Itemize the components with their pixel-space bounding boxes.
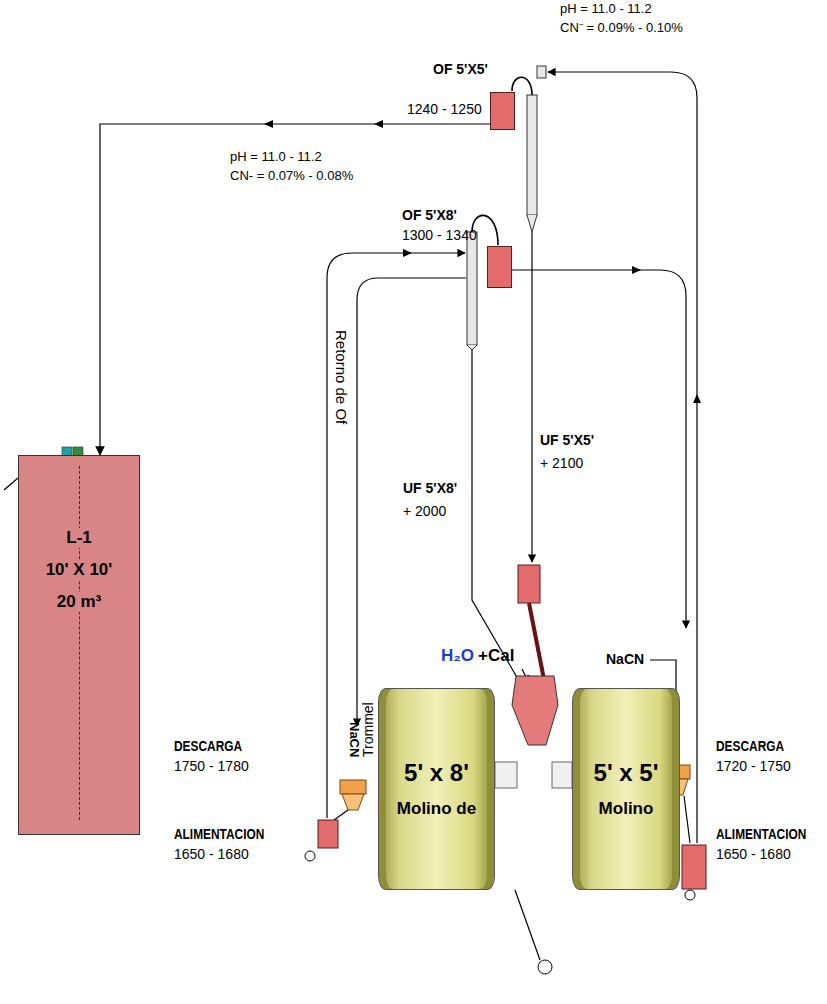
pump-box xyxy=(305,851,315,861)
cyclone xyxy=(467,232,477,345)
cyclone xyxy=(537,66,546,78)
node-value: 1240 - 1250 xyxy=(407,101,482,117)
node-title: 5' x 8' xyxy=(404,759,469,787)
cyclone xyxy=(527,215,537,232)
cyclone xyxy=(467,345,477,350)
slurry-line xyxy=(327,72,697,960)
process-label: CN⁻ = 0.09% - 0.10% xyxy=(560,21,683,36)
mill-feed-chute xyxy=(495,676,572,788)
pump-box xyxy=(685,890,695,900)
underflow-box xyxy=(518,565,540,603)
process-label: NaCN xyxy=(606,651,644,667)
node-title: 5' x 5' xyxy=(594,759,659,787)
leach-tank: L-1 10' X 10' 20 m³ xyxy=(18,455,140,835)
process-label: ALIMENTACION xyxy=(716,826,806,842)
flow-arrowhead xyxy=(264,120,701,403)
node-title: OF 5'X5' xyxy=(433,61,488,77)
node-value: Molino de xyxy=(397,799,476,819)
slurry-line xyxy=(334,810,348,820)
flow-connector xyxy=(100,124,490,455)
process-label: 1720 - 1750 xyxy=(716,758,791,774)
overflow-box: OF 5'X8'1300 - 1340 xyxy=(487,246,512,288)
node-value: 1300 - 1340 xyxy=(402,227,477,243)
process-label: NaCN xyxy=(346,722,361,757)
process-label: DESCARGA xyxy=(174,738,242,754)
ball-mill: 5' x 5' Molino xyxy=(572,688,680,890)
process-label: UF 5'X5' xyxy=(540,432,594,448)
node-value: 10' X 10' xyxy=(43,560,116,580)
cyclone xyxy=(527,95,537,215)
flow-arrowhead xyxy=(632,266,641,274)
process-label: DESCARGA xyxy=(716,738,784,754)
node-title: OF 5'X8' xyxy=(402,207,457,223)
process-label: 1750 - 1780 xyxy=(174,758,249,774)
node-value: 20 m³ xyxy=(54,592,104,612)
pump-box xyxy=(538,960,552,974)
process-label: H₂O xyxy=(441,646,474,666)
flow-arrowhead xyxy=(403,249,412,257)
slurry-line xyxy=(472,350,522,686)
mill-feed-chute xyxy=(495,762,517,788)
pump-box xyxy=(318,820,338,848)
tank-axis-line xyxy=(79,466,80,820)
ball-mill: 5' x 8' Molino de xyxy=(378,688,495,890)
process-label: pH = 11.0 - 11.2 xyxy=(230,150,322,165)
process-label: + 2100 xyxy=(540,455,583,471)
mill-feed-chute xyxy=(552,762,572,788)
trommel xyxy=(342,794,364,810)
process-label: pH = 11.0 - 11.2 xyxy=(560,2,652,17)
process-label: UF 5'X8' xyxy=(403,480,457,496)
overflow-box: OF 5'X5'1240 - 1250 xyxy=(490,92,515,130)
slurry-line xyxy=(684,796,690,843)
mill-feed-chute xyxy=(512,676,558,745)
process-label: 1650 - 1680 xyxy=(716,846,791,862)
process-label: ALIMENTACION xyxy=(174,826,264,842)
trommel xyxy=(340,780,366,794)
tank-fittings xyxy=(4,478,18,490)
node-value: Molino xyxy=(599,799,654,819)
process-label: CN- = 0.07% - 0.08% xyxy=(230,169,353,184)
slurry-line xyxy=(515,890,540,960)
process-label: +Cal xyxy=(478,646,514,666)
node-title: L-1 xyxy=(63,528,95,548)
process-label: 1650 - 1680 xyxy=(174,846,249,862)
pump-box xyxy=(682,845,706,889)
process-label: + 2000 xyxy=(403,503,446,519)
flow-arrowhead xyxy=(693,394,701,403)
slurry-line xyxy=(512,270,686,628)
slurry-line xyxy=(531,232,532,562)
process-label: Retorno de Of xyxy=(333,330,350,424)
process-label: Trommel xyxy=(360,702,376,757)
cyclone xyxy=(512,77,532,95)
